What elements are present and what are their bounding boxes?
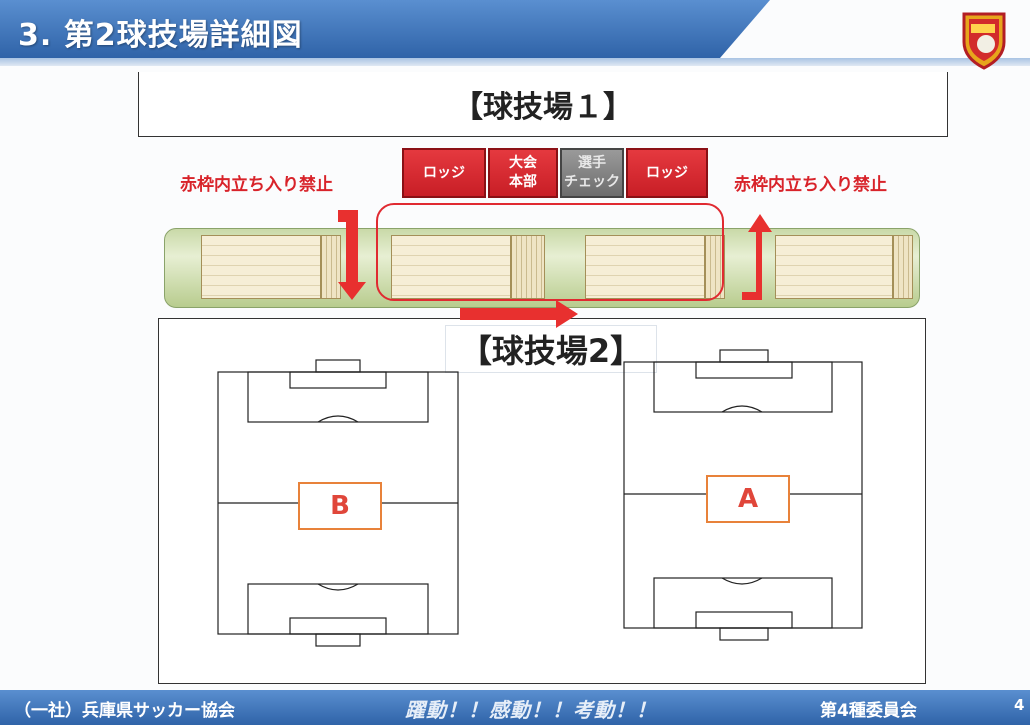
restricted-zone	[376, 203, 724, 301]
booth-lodge-left: ロッジ	[402, 148, 486, 198]
pitch-tag-b: B	[298, 482, 382, 530]
footer-organization: （一社）兵庫県サッカー協会	[14, 701, 235, 721]
booth-label: ロッジ	[423, 164, 465, 181]
field2-label: 【球技場2】	[445, 325, 657, 373]
stand	[585, 235, 705, 299]
booth-lodge-right: ロッジ	[626, 148, 708, 198]
stand	[775, 235, 893, 299]
pitch-tag-a: A	[706, 475, 790, 523]
footer-committee: 第4種委員会	[820, 701, 917, 721]
page-number: 4	[1014, 696, 1025, 714]
footer-bar	[0, 690, 1030, 725]
stand	[391, 235, 511, 299]
stand-side	[893, 235, 913, 299]
booth-player-check: 選手チェック	[560, 148, 624, 198]
stand	[201, 235, 321, 299]
warning-left: 赤枠内立ち入り禁止	[180, 175, 333, 195]
footer-slogan: 躍動！！感動！！考動！！	[405, 698, 657, 722]
title-bar	[0, 0, 770, 58]
booth-label: 大会本部	[509, 155, 537, 190]
booth-label: 選手チェック	[564, 155, 620, 190]
booth-headquarters: 大会本部	[488, 148, 558, 198]
stand-side	[511, 235, 545, 299]
bench-strip	[164, 228, 920, 308]
booth-label: ロッジ	[646, 164, 688, 181]
field1-area: 【球技場１】	[138, 72, 948, 137]
association-emblem-icon	[962, 12, 1006, 70]
warning-right: 赤枠内立ち入り禁止	[734, 175, 887, 195]
page-title: 3. 第2球技場詳細図	[18, 18, 303, 53]
field1-label: 【球技場１】	[453, 90, 633, 125]
stand-side	[321, 235, 341, 299]
title-bar-edge	[0, 58, 1030, 66]
